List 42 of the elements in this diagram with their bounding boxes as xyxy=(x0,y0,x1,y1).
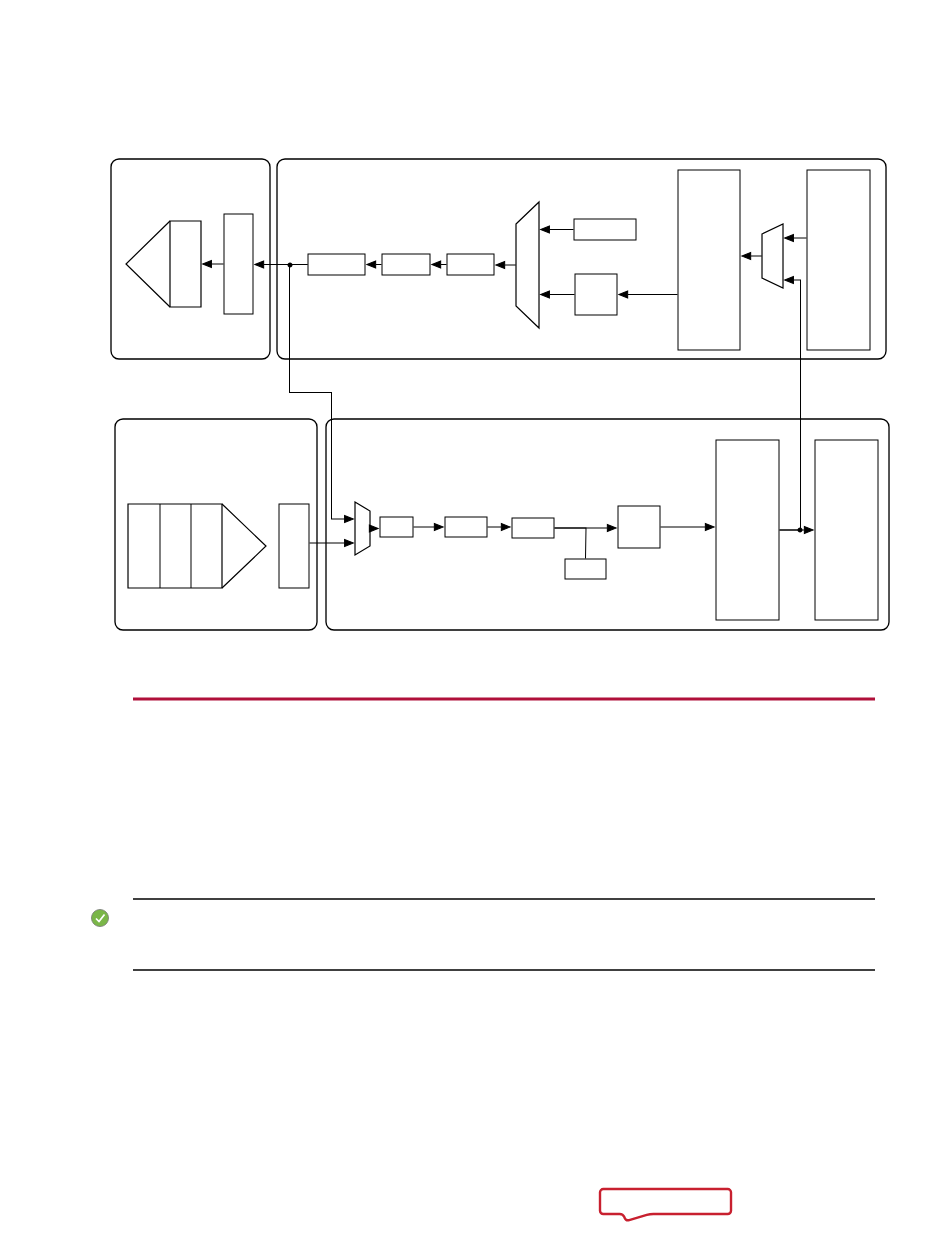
arrow xyxy=(202,260,224,268)
rounded-panel xyxy=(325,418,890,631)
block-box xyxy=(278,503,310,589)
arrow xyxy=(540,290,575,299)
arrow xyxy=(779,526,814,534)
arrow xyxy=(784,234,807,242)
block-box xyxy=(446,253,495,276)
arrow xyxy=(309,539,354,547)
block-box xyxy=(814,439,879,621)
arrow xyxy=(366,260,382,269)
arrow xyxy=(487,523,511,531)
arrow xyxy=(287,262,354,523)
buffer-symbol xyxy=(125,220,202,308)
block-box xyxy=(715,439,780,621)
arrow xyxy=(495,261,517,269)
block-box xyxy=(617,505,661,549)
arrow xyxy=(741,252,763,260)
block-box xyxy=(806,169,871,351)
buffer-symbol xyxy=(127,503,267,589)
arrow xyxy=(618,290,678,299)
arrow xyxy=(431,260,447,269)
block-box xyxy=(307,253,366,276)
rounded-panel xyxy=(110,158,271,360)
arrow xyxy=(554,527,587,559)
arrow xyxy=(368,524,379,533)
block-box xyxy=(379,516,414,538)
multiplexer-symbol xyxy=(515,200,540,330)
arrow xyxy=(540,225,574,234)
arrow xyxy=(413,523,444,531)
rounded-panel xyxy=(114,418,318,631)
block-box xyxy=(574,273,618,316)
block-box xyxy=(223,213,254,315)
rounded-panel xyxy=(276,158,887,360)
block-box xyxy=(511,517,555,539)
speech-bubble-outline xyxy=(598,1187,733,1222)
block-box xyxy=(564,558,607,580)
block-box xyxy=(381,253,431,276)
arrow xyxy=(660,523,715,531)
block-box xyxy=(677,169,741,351)
block-box xyxy=(573,218,637,241)
multiplexer-symbol xyxy=(761,223,784,289)
block-box xyxy=(444,516,488,538)
